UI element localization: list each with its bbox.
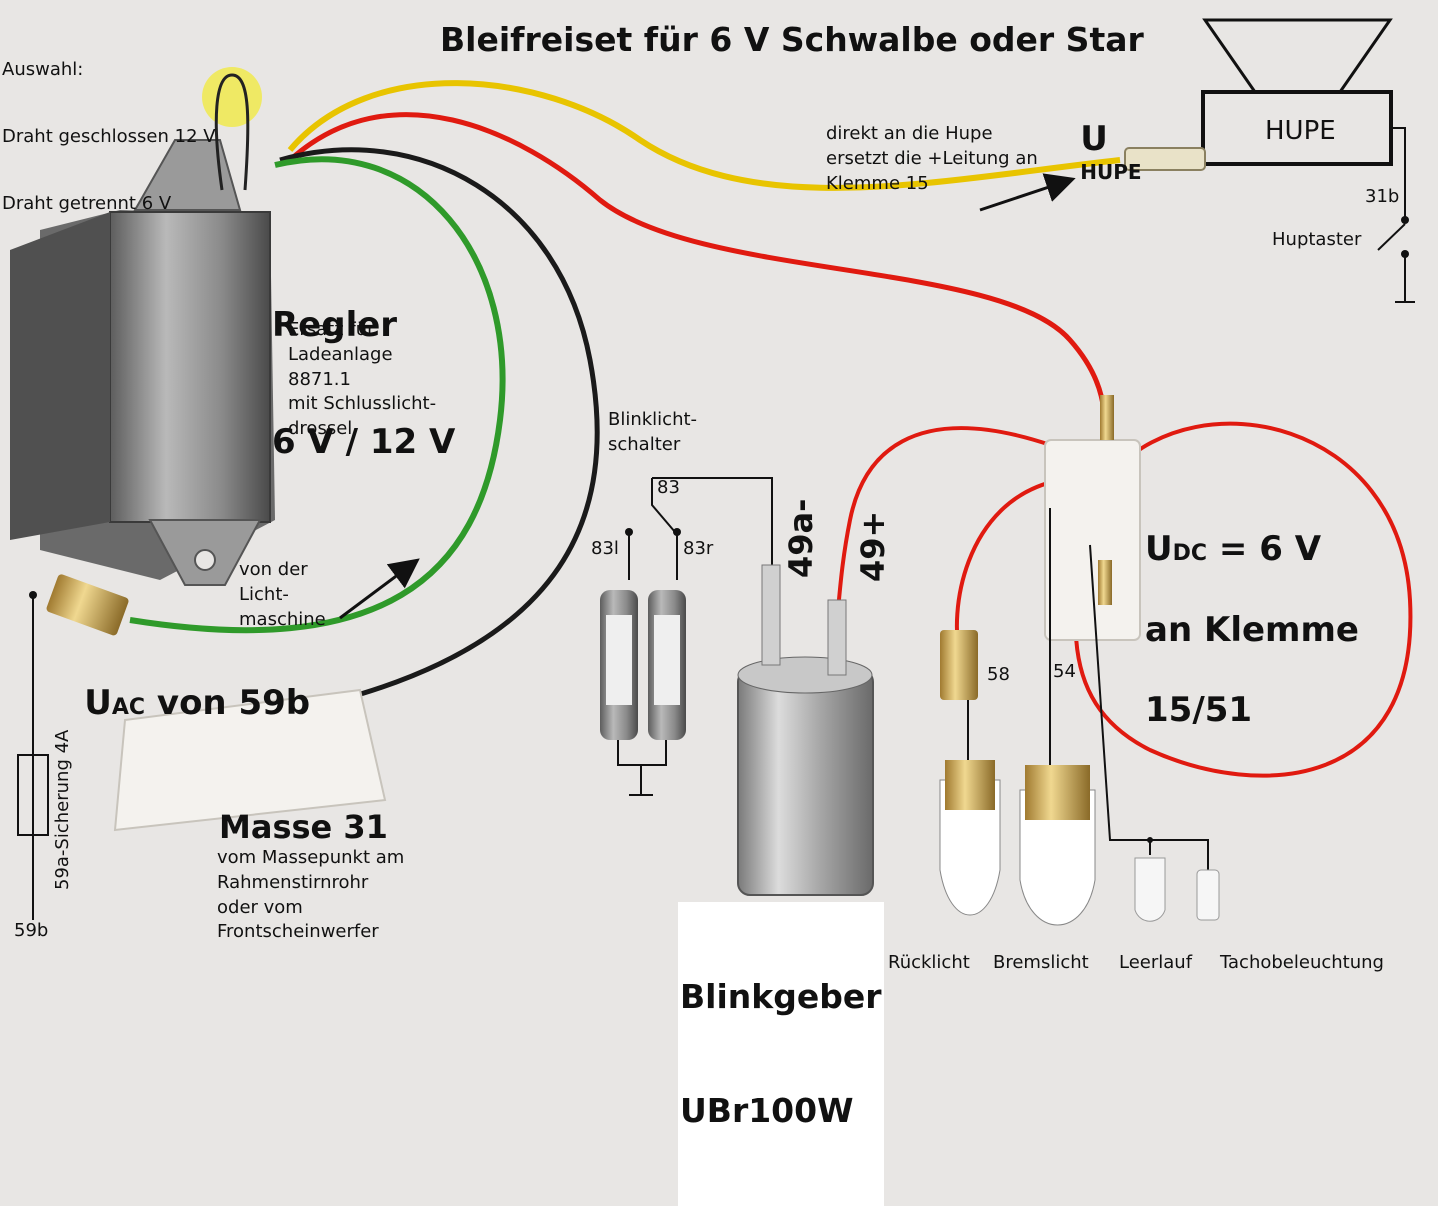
ground-description: vom Massepunkt am Rahmenstirnrohr oder v… [217, 847, 405, 943]
lamp-label-rear: Rücklicht [888, 952, 970, 973]
udc-terminal-lower [1098, 560, 1112, 605]
horn-voltage-subscript: HUPE [1080, 159, 1142, 184]
horn-switch-label: Huptaster [1272, 229, 1362, 250]
black-wire [279, 147, 600, 703]
uac-source: von 59b [145, 683, 311, 724]
udc-label: UDC = 6 V an Klemme 15/51 [1145, 490, 1359, 771]
horn-arrow [979, 173, 1076, 212]
red-wire-main [288, 112, 1108, 461]
udc-subscript: DC [1172, 541, 1208, 567]
uac-label: UAC von 59b [62, 664, 310, 743]
regulator-title: Regler 6 V / 12 V [272, 228, 455, 541]
ground-title: Masse 31 [219, 808, 388, 846]
green-wire [129, 156, 506, 634]
fuse-symbol [17, 591, 49, 920]
terminal-83r: 83r [683, 538, 714, 559]
flasher-label-line2: UBr100W [680, 1090, 854, 1130]
udc-symbol: U [1145, 529, 1173, 570]
horn-note: direkt an die Hupe ersetzt die +Leitung … [826, 123, 1038, 194]
terminal-83: 83 [657, 477, 680, 498]
regulator-description: Ersatz für Ladeanlage 8871.1 mit Schluss… [288, 319, 437, 440]
selection-note-line3: Draht getrennt 6 V [2, 192, 172, 214]
indicator-switch-symbol [617, 477, 773, 796]
horn-voltage-label: U HUPE [1058, 100, 1142, 203]
regulator-title-line1: Regler [272, 305, 398, 346]
diagram-graphics [10, 18, 1415, 926]
regulator-title-line2: 6 V / 12 V [272, 422, 456, 463]
flasher-can [737, 564, 874, 896]
terminal-58: 58 [987, 664, 1010, 685]
udc-value: = 6 V [1207, 529, 1322, 570]
terminal-83l: 83l [591, 538, 619, 559]
generator-arrow [339, 558, 420, 620]
udc-line3: 15/51 [1145, 690, 1253, 731]
generator-note: von der Licht- maschine [239, 559, 326, 630]
selection-wire-loop [214, 73, 250, 191]
wiring-diagram: Bleifreiset für 6 V Schwalbe oder Star A… [2, 16, 1415, 1206]
horn-box-label: HUPE [1265, 116, 1336, 146]
udc-connector-block [1044, 439, 1141, 641]
fuse-terminal-59b: 59b [14, 920, 49, 941]
flasher-terminal-49a: 49a- [782, 498, 820, 578]
uac-symbol: U [84, 683, 112, 724]
flasher-label: Blinkgeber UBr100W [678, 902, 884, 1206]
horn-symbol [1124, 18, 1415, 303]
red-wire-49 [836, 426, 1091, 611]
terminal-54: 54 [1053, 661, 1076, 682]
led-festoon-bulbs [600, 590, 686, 740]
selection-note-line2: Draht geschlossen 12 V [2, 125, 216, 147]
lamp-label-brake: Bremslicht [993, 952, 1089, 973]
udc-line2: an Klemme [1145, 609, 1359, 650]
diagram-title: Bleifreiset für 6 V Schwalbe oder Star [440, 20, 1144, 59]
ground-connector-block [113, 688, 387, 832]
flasher-label-line1: Blinkgeber [680, 976, 882, 1016]
regulator-unit [10, 139, 275, 586]
flasher-terminal-49: 49+ [854, 510, 892, 582]
horn-voltage-symbol: U [1080, 119, 1108, 160]
red-wire-loop [1073, 421, 1413, 778]
fuse-label: 59a-Sicherung 4A [52, 729, 73, 890]
uac-terminal [46, 574, 129, 636]
uac-subscript: AC [111, 695, 146, 721]
indicator-switch-label: Blinklicht- schalter [608, 409, 698, 455]
selection-note: Auswahl: Draht geschlossen 12 V Draht ge… [2, 16, 216, 258]
yellow-wire [287, 80, 1121, 191]
lamp-label-speedo: Tachobeleuchtung [1220, 952, 1384, 973]
horn-terminal-31b: 31b [1365, 186, 1400, 207]
lamp-label-neutral: Leerlauf [1119, 952, 1193, 973]
udc-line1: UDC = 6 V [1145, 529, 1359, 570]
indicator-bulbs [1089, 544, 1220, 922]
udc-terminal [1100, 395, 1114, 440]
led-lamps [939, 508, 1096, 926]
selection-note-line1: Auswahl: [2, 59, 84, 81]
